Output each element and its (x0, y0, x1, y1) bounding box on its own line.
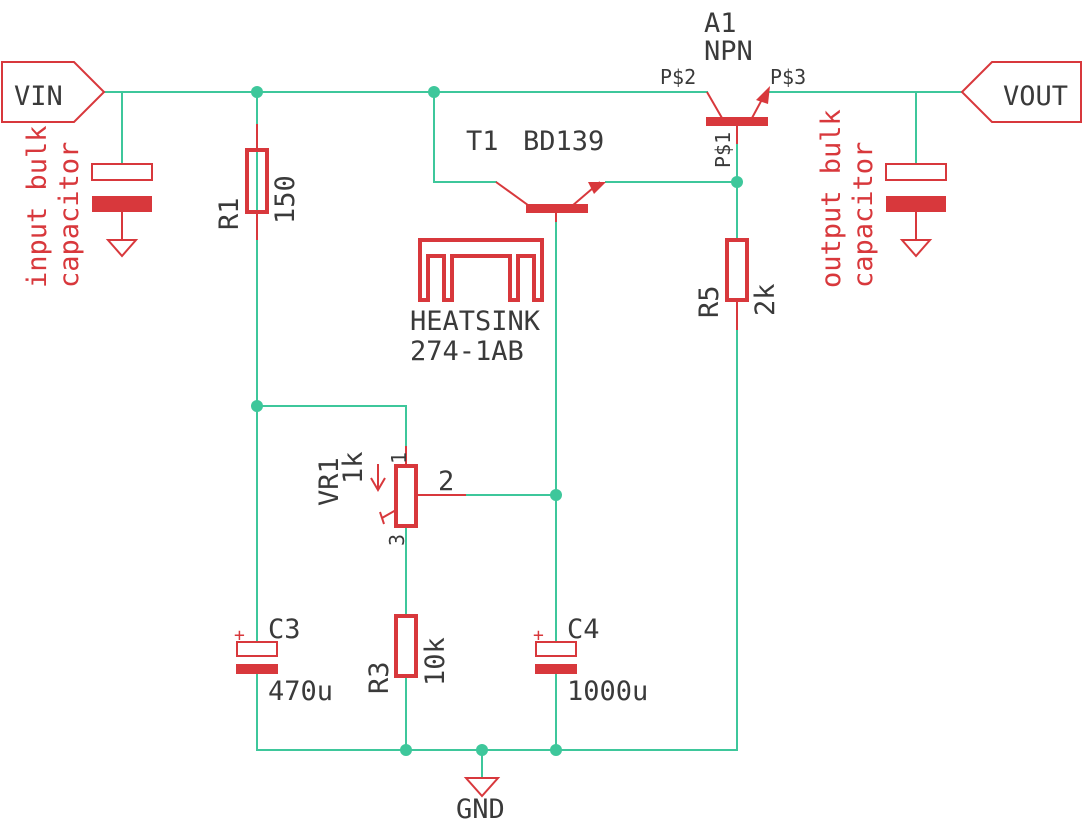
t1-ref: T1 (466, 126, 499, 157)
r3-value: 10k (420, 637, 451, 686)
transistor-a1[interactable]: A1 NPN P$2 P$3 P$1 (660, 8, 806, 168)
port-vout-label: VOUT (1003, 81, 1068, 112)
a1-pin-collector: P$2 (660, 65, 696, 89)
vr1-pin1: 1 (387, 452, 411, 464)
heatsink-part: 274-1AB (410, 336, 524, 367)
t1-emitter-arrow (588, 182, 606, 194)
r5-body (725, 238, 749, 302)
resistor-r5[interactable]: R5 2k (694, 238, 781, 330)
cap-plate-top (885, 163, 947, 181)
vr1-ref: VR1 (314, 457, 345, 506)
c3-plate-top (236, 641, 278, 657)
heatsink[interactable]: HEATSINK 274-1AB (410, 238, 544, 367)
output-note: output bulk capacitor (816, 109, 879, 288)
a1-value: NPN (704, 36, 753, 67)
potentiometer-vr1[interactable]: VR1 1k 1 2 3 (314, 446, 466, 546)
capacitor-c4[interactable]: + C4 1000u (533, 614, 648, 707)
cap-plate-bottom (92, 196, 152, 212)
junction-dot (731, 176, 743, 188)
c3-polarity: + (234, 625, 245, 646)
a1-ref: A1 (704, 8, 737, 39)
junction-dot (550, 489, 562, 501)
c3-value: 470u (268, 676, 333, 707)
vr1-value: 1k (338, 451, 369, 484)
r5-value: 2k (750, 283, 781, 316)
ground-icon (463, 777, 501, 798)
junctions (251, 86, 743, 756)
output-bulk-capacitor[interactable] (885, 163, 947, 258)
a1-emitter-arrow (756, 86, 770, 104)
junction-dot (400, 744, 412, 756)
cap-plate-top (91, 163, 153, 181)
ground-icon (899, 239, 933, 258)
transistor-t1[interactable]: T1 BD139 (466, 126, 606, 222)
junction-dot (550, 744, 562, 756)
c4-ref: C4 (567, 614, 600, 645)
c4-plate-top (535, 641, 577, 657)
port-vout-shape (960, 61, 1082, 123)
t1-base-bar (526, 204, 588, 213)
r1-value: 150 (270, 175, 301, 224)
r3-body (394, 614, 418, 678)
t1-value: BD139 (523, 126, 604, 157)
ground-icon (105, 239, 139, 258)
port-vin-shape (1, 61, 106, 123)
cap-plate-bottom (886, 196, 946, 212)
vr1-body (394, 464, 418, 528)
ground-symbol[interactable]: GND (456, 777, 505, 825)
a1-pin-emitter: P$3 (770, 65, 806, 89)
port-vout[interactable]: VOUT (960, 61, 1082, 123)
heatsink-label: HEATSINK (410, 306, 541, 337)
c4-plate-bottom (535, 664, 577, 674)
wires (103, 91, 963, 779)
r3-ref: R3 (364, 661, 395, 694)
port-vin-label: VIN (14, 81, 63, 112)
c4-value: 1000u (567, 676, 648, 707)
resistor-r1[interactable]: R1 150 (214, 124, 301, 240)
vr1-adjust-tick (379, 511, 385, 525)
input-bulk-capacitor[interactable] (91, 163, 153, 258)
ground-label: GND (456, 794, 505, 825)
input-note-line2: capacitor (54, 142, 85, 288)
c4-polarity: + (533, 625, 544, 646)
vr1-pin3: 3 (385, 534, 409, 546)
r1-ref: R1 (214, 197, 245, 230)
c3-plate-bottom (236, 664, 278, 674)
a1-base-bar (706, 117, 768, 126)
vr1-direction-icon (370, 464, 386, 492)
vr1-adjust-line (381, 509, 397, 519)
junction-dot (476, 744, 488, 756)
junction-dot (251, 86, 263, 98)
resistor-r3[interactable]: R3 10k (364, 614, 451, 694)
t1-collector-lead (495, 181, 533, 209)
input-note-line1: input bulk (22, 125, 53, 288)
output-note-line2: capacitor (848, 142, 879, 288)
vr1-pin2: 2 (438, 466, 454, 497)
junction-dot (428, 86, 440, 98)
output-note-line1: output bulk (816, 109, 847, 288)
input-note: input bulk capacitor (22, 125, 85, 288)
heatsink-icon (418, 238, 544, 302)
capacitor-c3[interactable]: + C3 470u (234, 614, 333, 707)
junction-dot (251, 400, 263, 412)
c3-ref: C3 (268, 614, 301, 645)
r5-ref: R5 (694, 285, 725, 318)
a1-collector-lead (706, 91, 723, 119)
a1-pin-base: P$1 (711, 132, 735, 168)
port-vin[interactable]: VIN (1, 61, 106, 123)
